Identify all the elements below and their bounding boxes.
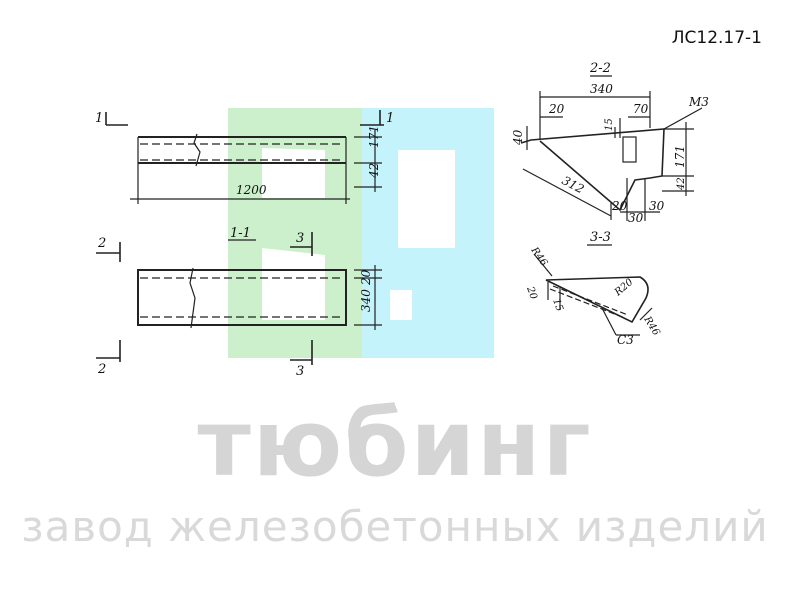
dim-42-s22: 42 — [676, 177, 687, 191]
dim-42-plan: 42 — [367, 163, 381, 179]
dim-30-bottom-s22: 30 — [628, 211, 644, 225]
cut-mark-3-bottom: 3 — [296, 364, 304, 379]
dim-30-right-s22: 30 — [649, 199, 665, 213]
dim-length-1200: 1200 — [236, 183, 267, 197]
document-code: ЛС12.17-1 — [671, 28, 762, 48]
section-3-3-title: 3-3 — [590, 230, 611, 245]
dim-171-s22: 171 — [673, 145, 687, 168]
logo-green-block — [228, 108, 362, 358]
dim-340-s22: 340 — [590, 82, 613, 96]
radius-r46-bottom: R46 — [641, 314, 662, 338]
label-m3: M3 — [688, 95, 709, 109]
brand-name: тюбинг — [197, 390, 593, 497]
dim-171-plan: 171 — [367, 125, 381, 148]
watermark-logo — [228, 108, 494, 358]
dim-70-s22: 70 — [633, 102, 649, 116]
dim-340-elev: 340 — [359, 289, 373, 312]
dim-15-s22: 15 — [604, 118, 615, 131]
elevation-view — [96, 232, 382, 365]
dim-20-lower-s22: 20 — [611, 199, 628, 213]
label-c3: C3 — [617, 333, 634, 347]
dim-20-elev: 20 — [359, 269, 373, 286]
radius-r46-top: R46 — [528, 245, 550, 269]
radius-r20: R20 — [612, 276, 636, 298]
elevation-title: 1-1 — [230, 226, 251, 241]
cut-mark-1-left: 1 — [95, 111, 103, 126]
cut-mark-2-bottom: 2 — [97, 362, 106, 377]
cut-mark-3-top: 3 — [296, 231, 304, 246]
section-2-2-title: 2-2 — [589, 61, 611, 76]
section-3-3 — [533, 244, 653, 336]
dim-20-s33: 20 — [524, 284, 539, 301]
cut-mark-2-top: 2 — [97, 236, 106, 251]
plan-view — [105, 110, 384, 204]
cut-mark-1-right: 1 — [386, 111, 394, 126]
dim-40-s22: 40 — [511, 129, 525, 146]
dim-15-s33: 15 — [550, 297, 565, 313]
section-2-2 — [520, 75, 703, 221]
logo-cyan-block — [362, 108, 494, 358]
dim-20-s22: 20 — [548, 102, 565, 116]
brand-tagline: завод железобетонных изделий — [21, 502, 769, 551]
